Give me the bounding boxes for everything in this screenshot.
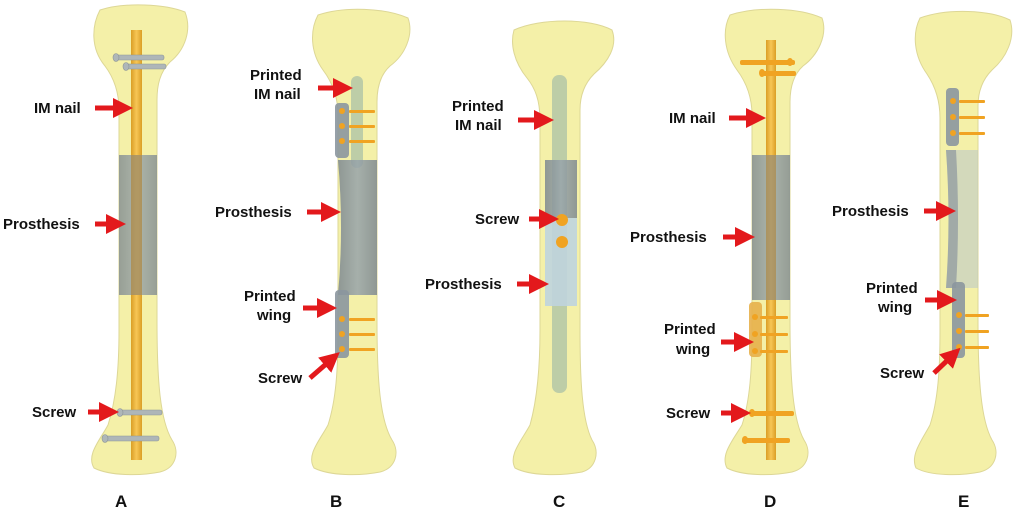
label-b-prosthesis: Prosthesis [215, 204, 292, 221]
arrow-e-screw [932, 347, 961, 375]
arrow-b-screw [308, 352, 340, 380]
label-a-nail: IM nail [34, 100, 81, 117]
label-b-wing-line1: Printed [244, 288, 296, 305]
label-a-screw: Screw [32, 404, 77, 421]
label-d-prosthesis: Prosthesis [630, 229, 707, 246]
label-b-screw: Screw [258, 370, 303, 387]
panel-a [91, 4, 189, 476]
label-b-wing-line2: wing [256, 307, 291, 324]
screws-c [556, 214, 568, 248]
proximal-screws-a [112, 53, 167, 71]
label-d-screw: Screw [666, 405, 711, 422]
labels-e: Prosthesis Printed wing Screw E [832, 203, 969, 511]
panel-letter-e: E [958, 492, 969, 511]
prosthesis-b [338, 160, 377, 295]
distal-screws-d [742, 409, 794, 444]
proximal-screws-d [740, 58, 796, 77]
label-a-prosthesis: Prosthesis [3, 216, 80, 233]
wing-screws-d [752, 314, 788, 354]
panel-letter-a: A [115, 492, 127, 511]
panel-b [311, 8, 411, 476]
panel-letter-d: D [764, 492, 776, 511]
label-c-nail-line1: Printed [452, 98, 504, 115]
panel-d [724, 8, 825, 476]
panel-letter-c: C [553, 492, 565, 511]
screws-upper-e [950, 98, 985, 136]
label-c-nail-line2: IM nail [455, 117, 502, 134]
panel-letter-b: B [330, 492, 342, 511]
prosthesis-c-light [545, 218, 577, 306]
prosthesis-c-dark [545, 160, 577, 218]
label-e-prosthesis: Prosthesis [832, 203, 909, 220]
label-c-prosthesis: Prosthesis [425, 276, 502, 293]
screws-lower-e [956, 312, 989, 350]
printed-wing-upper-b [335, 103, 349, 158]
callout-arrows [88, 78, 961, 423]
printed-wing-b [335, 290, 349, 358]
label-b-nail-line2: IM nail [254, 86, 301, 103]
panel-c [512, 20, 615, 476]
label-d-wing-line2: wing [675, 341, 710, 358]
label-e-screw: Screw [880, 365, 925, 382]
printed-nail-b [351, 76, 363, 168]
panel-e [914, 11, 1013, 476]
label-e-wing-line2: wing [877, 299, 912, 316]
screws-lower-b [339, 316, 375, 352]
label-d-wing-line1: Printed [664, 321, 716, 338]
label-d-nail: IM nail [669, 110, 716, 127]
label-c-screw: Screw [475, 211, 520, 228]
screws-upper-b [339, 108, 375, 144]
labels-c: Printed IM nail Screw Prosthesis C [425, 98, 565, 511]
labels-d: IM nail Prosthesis Printed wing Screw D [630, 110, 776, 511]
label-e-wing-line1: Printed [866, 280, 918, 297]
label-b-nail-line1: Printed [250, 67, 302, 84]
labels-a: IM nail Prosthesis Screw A [3, 100, 127, 511]
labels-b: Printed IM nail Prosthesis Printed wing … [215, 67, 342, 511]
